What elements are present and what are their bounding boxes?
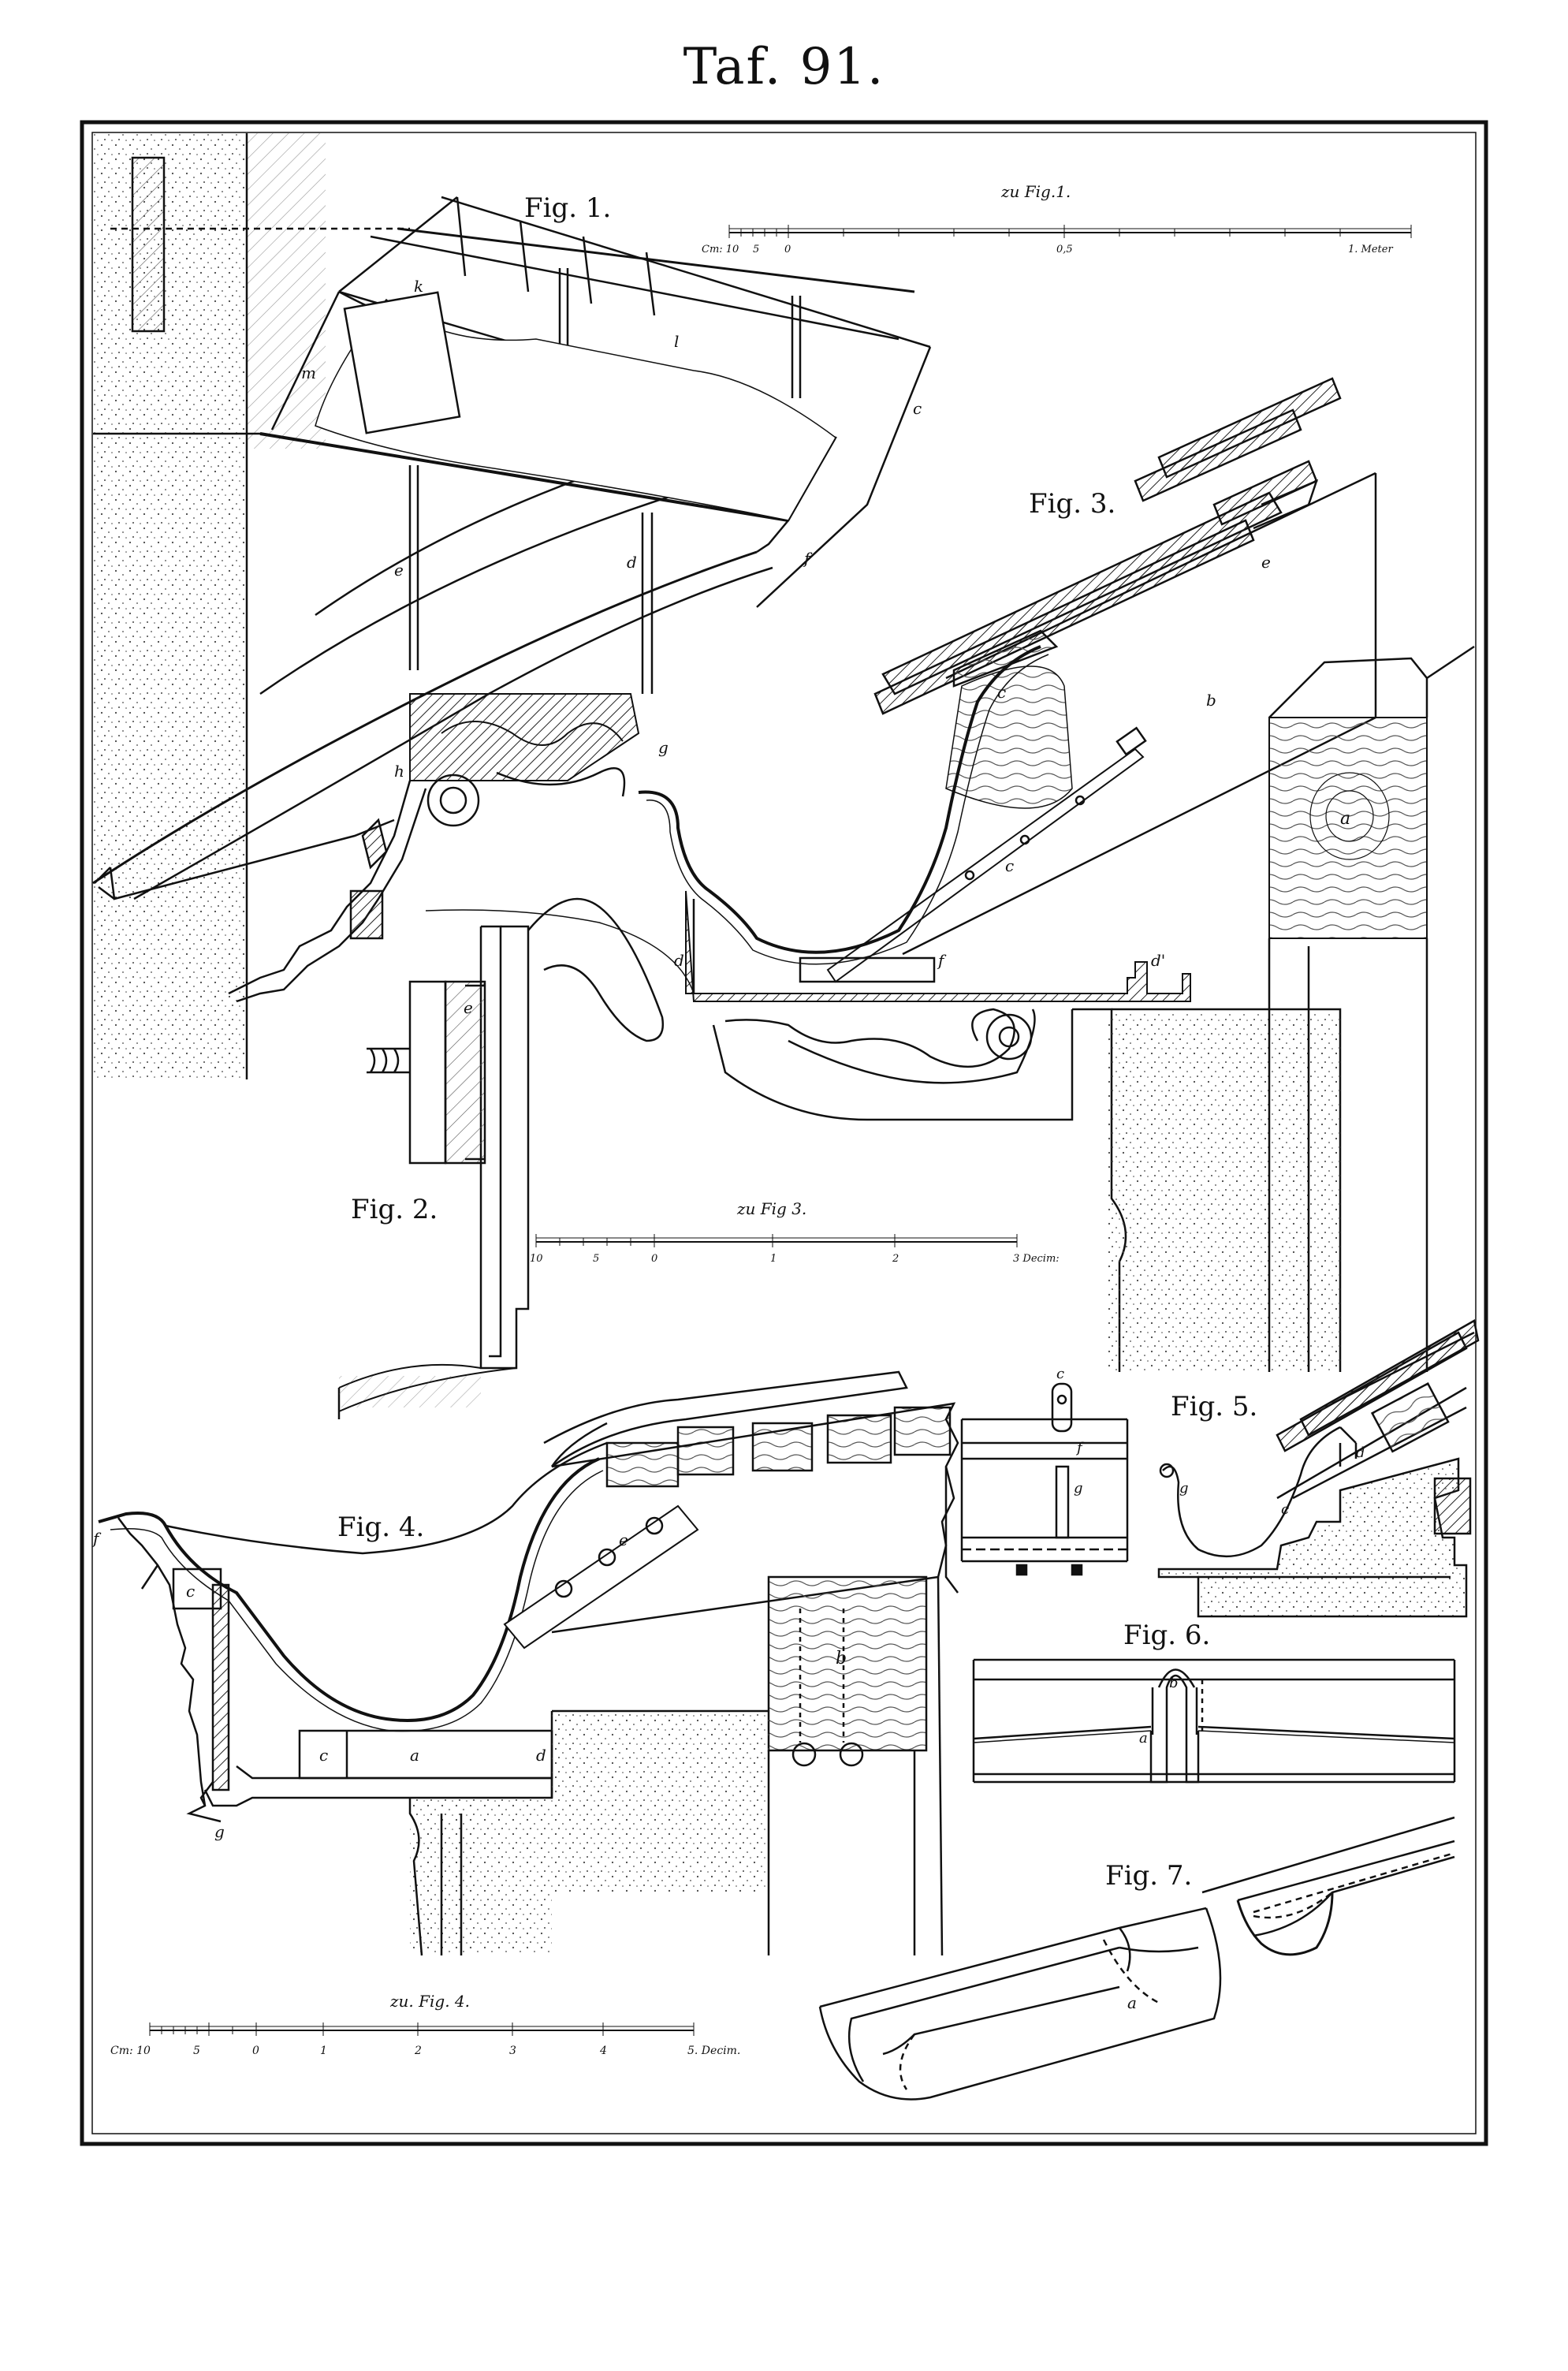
fig6-letter-b: b [1169,1675,1179,1691]
plate-title: Taf. 91. [683,38,885,96]
fig1-letter-c: c [913,399,922,418]
fig5-title: Fig. 5. [1171,1391,1257,1422]
fig1-letter-h: h [394,762,404,781]
fig4-letter-g: g [214,1822,225,1841]
figure-2-hook-detail [337,897,695,1419]
figure-5-hook-details [960,1319,1480,1618]
scale3-tick-10: 10 [530,1253,543,1265]
scale3-tick-0: 0 [651,1253,657,1265]
scale3-tick-5: 5 [593,1253,599,1265]
fig7-title: Fig. 7. [1105,1860,1192,1892]
fig7-letter-a: a [1127,1993,1137,2012]
scale-fig3 [535,1234,1018,1247]
figure-6-seam-detail [972,1658,1456,1784]
fig3-letter-a: a [1340,809,1350,829]
scale1-tick-cm: Cm: 10 [702,244,739,255]
fig4-title: Fig. 4. [337,1512,424,1543]
figure-7-half-round-gutters [818,1816,1455,2101]
fig5-letter-g2: g [1179,1480,1189,1497]
scale1-tick-half: 0,5 [1056,244,1073,255]
fig1-letter-m: m [301,363,316,382]
fig1-letter-d: d [627,553,637,572]
fig4-letter-f: f [91,1529,102,1548]
fig1-title: Fig. 1. [524,192,611,224]
scale-fig4 [149,2022,695,2036]
scale3-caption: zu Fig 3. [736,1199,806,1218]
fig1-letter-e: e [394,561,404,580]
fig3-letter-e: e [1261,553,1271,572]
fig1-letter-l: l [674,332,679,351]
fig6-letter-a: a [1139,1730,1148,1747]
figure-1-gutter-perspective [92,133,932,1079]
fig2-letter-e: e [464,998,473,1017]
scale3-tick-1: 1 [770,1253,777,1265]
fig2-title: Fig. 2. [351,1194,438,1225]
fig5-letter-g: g [1074,1480,1083,1497]
fig5-letter-c2: c [1281,1501,1289,1518]
scale4-tick-5: 5 [193,2045,200,2057]
fig4-letter-e: e [619,1530,628,1549]
scale3-tick-2: 2 [892,1253,899,1265]
fig3-letter-b: b [1206,691,1216,710]
figure-4-gutter-section [98,1370,959,1956]
scale4-tick-0: 0 [252,2045,259,2057]
scale4-tick-3: 3 [509,2045,516,2057]
scale1-tick-meter: 1. Meter [1348,244,1393,255]
fig3-letter-c2: c [1005,856,1014,875]
figure-3-gutter-section [638,377,1475,1372]
scale4-tick-1: 1 [320,2045,327,2057]
fig3-letter-c: c [997,683,1006,702]
fig4-letter-c: c [186,1582,195,1601]
fig5-letter-d: d [1356,1445,1365,1461]
scale1-caption: zu Fig.1. [1000,182,1071,201]
fig4-letter-b: b [836,1649,847,1668]
fig1-letter-f: f [803,549,813,568]
scale1-tick-0: 0 [784,244,791,255]
fig4-letter-d: d [536,1746,546,1765]
scale4-tick-cm: Cm: 10 [110,2045,151,2057]
scale3-tick-3: 3 Decim: [1013,1253,1060,1265]
fig3-letter-d-prime: d' [1151,951,1165,970]
fig3-letter-f: f [937,951,947,970]
scale4-tick-5dm: 5. Decim. [687,2045,740,2057]
fig6-title: Fig. 6. [1123,1620,1210,1651]
fig5-letter-c: c [1056,1366,1064,1382]
fig4-letter-a: a [410,1746,419,1765]
scale1-tick-5: 5 [753,244,759,255]
fig1-letter-k: k [414,277,423,296]
scale-fig1 [728,225,1412,238]
scale4-tick-4: 4 [599,2045,607,2057]
scale4-caption: zu. Fig. 4. [389,1992,470,2011]
plate-frame [80,120,1488,2146]
fig1-letter-g: g [658,738,669,757]
fig3-title: Fig. 3. [1029,488,1115,520]
fig4-letter-c2: c [319,1746,328,1765]
scale4-tick-2: 2 [414,2045,422,2057]
